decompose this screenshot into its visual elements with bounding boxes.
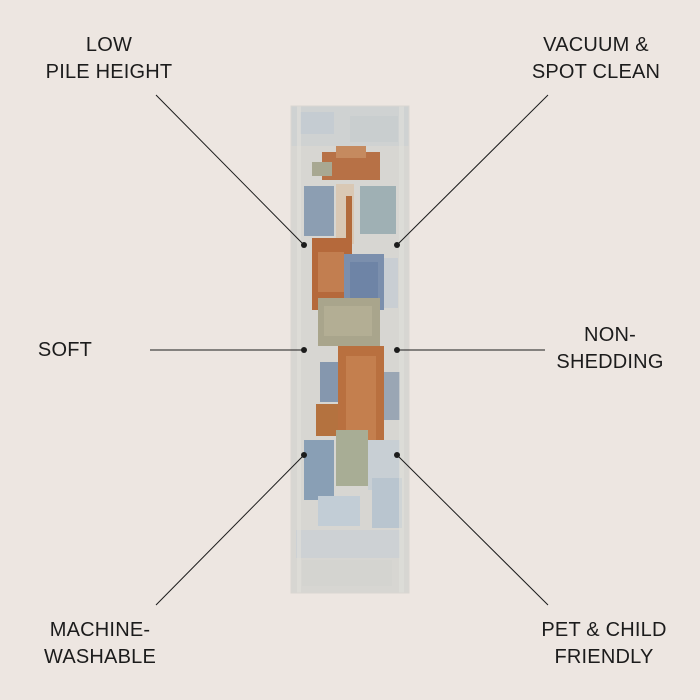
callout-dot-pet-child — [394, 452, 400, 458]
feature-machine-washable-line1: MACHINE- — [49, 619, 151, 641]
callout-line-pet-child — [396, 454, 549, 606]
runner-rug — [291, 106, 409, 593]
callout-dot-vacuum — [394, 242, 400, 248]
feature-low-pile-line1: LOW — [85, 34, 133, 56]
feature-non-shedding-line2: SHEDDING — [556, 351, 664, 373]
feature-vacuum-line2: SPOT CLEAN — [531, 61, 661, 83]
feature-pet-child-line1: PET & CHILD — [541, 619, 667, 641]
callout-line-machine-washable — [155, 454, 305, 606]
callout-dot-non-shedding — [394, 347, 400, 353]
feature-vacuum-line1: VACUUM & — [543, 34, 649, 56]
callout-dot-soft — [301, 347, 307, 353]
feature-soft-line1: SOFT — [37, 339, 93, 361]
callout-dot-low-pile — [301, 242, 307, 248]
callout-lines — [150, 94, 549, 606]
feature-low-pile-line2: PILE HEIGHT — [45, 61, 173, 83]
callout-line-vacuum — [396, 94, 549, 246]
feature-machine-washable: MACHINE- WASHABLE — [20, 617, 180, 671]
feature-low-pile-height: LOW PILE HEIGHT — [24, 32, 194, 86]
feature-vacuum-spot-clean: VACUUM & SPOT CLEAN — [512, 32, 680, 86]
feature-pet-child-friendly: PET & CHILD FRIENDLY — [520, 617, 688, 671]
callout-dot-machine-washable — [301, 452, 307, 458]
feature-non-shedding: NON- SHEDDING — [540, 322, 680, 376]
callout-line-low-pile — [155, 94, 305, 246]
feature-pet-child-line2: FRIENDLY — [554, 646, 654, 668]
feature-machine-washable-line2: WASHABLE — [43, 646, 156, 668]
feature-soft: SOFT — [20, 337, 110, 364]
feature-non-shedding-line1: NON- — [584, 324, 636, 346]
callout-dots — [301, 242, 400, 458]
